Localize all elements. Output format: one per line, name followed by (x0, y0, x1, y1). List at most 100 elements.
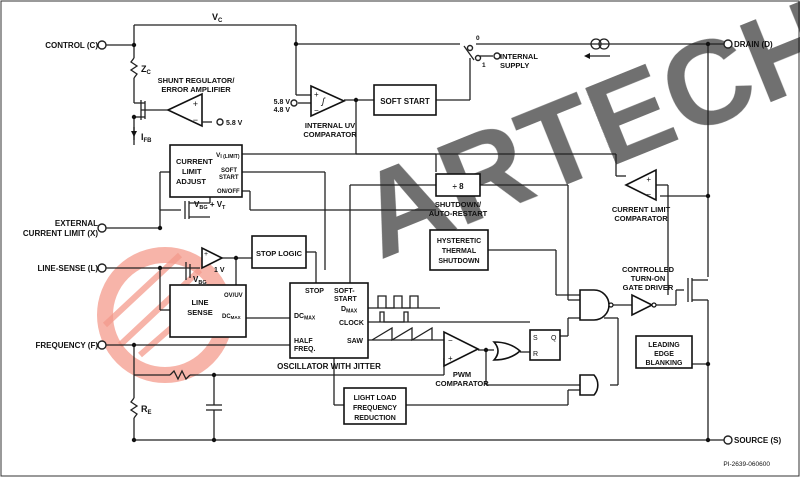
vbg-vt-label: VBG + VT (194, 200, 226, 211)
svg-text:THERMAL: THERMAL (442, 248, 477, 255)
svg-text:ON/OFF: ON/OFF (217, 189, 240, 195)
svg-text:CURRENT: CURRENT (176, 157, 213, 166)
svg-text:HYSTERETIC: HYSTERETIC (437, 238, 481, 245)
pwm-comparator: − + (443, 330, 480, 368)
svg-text:START: START (334, 296, 358, 303)
shunt-label-1: SHUNT REGULATOR/ (158, 76, 236, 85)
line-sense-block: LINE SENSE OV/UV DCMAX (169, 284, 247, 338)
one-volt-label: 1 V (214, 267, 225, 274)
svg-text:+: + (193, 99, 198, 109)
svg-text:+: + (204, 251, 208, 258)
svg-text:SOFT: SOFT (221, 168, 237, 174)
svg-text:DCMAX: DCMAX (222, 314, 241, 320)
svg-text:÷ 8: ÷ 8 (452, 182, 464, 191)
uv-comparator-label-1: INTERNAL UV (305, 121, 355, 130)
switch-contact-0-icon (466, 44, 474, 52)
svg-text:SAW: SAW (347, 338, 363, 345)
switch-1-label: 1 (482, 62, 486, 69)
zc-label: ZC (141, 64, 152, 76)
line-sense-buffer: + (201, 246, 224, 270)
svg-text:BLANKING: BLANKING (646, 360, 683, 367)
svg-text:STOP LOGIC: STOP LOGIC (256, 249, 303, 258)
external-current-limit-pin-icon (97, 223, 107, 233)
ifb-label: IFB (141, 132, 152, 144)
svg-text:REDUCTION: REDUCTION (354, 415, 396, 422)
divide-by-8-block: ÷ 8 (435, 173, 481, 197)
line-sense-pin-label: LINE-SENSE (L) (38, 264, 99, 273)
shutdown-label-2: AUTO-RESTART (429, 209, 488, 218)
svg-text:LIMIT: LIMIT (182, 167, 202, 176)
reference-node-icon (216, 118, 224, 126)
source-pin-label: SOURCE (S) (734, 436, 781, 445)
and-gate-2 (579, 374, 599, 396)
oscillator-block: STOP SOFT- START DCMAX DMAX CLOCK HALF F… (289, 282, 369, 359)
gate-driver-label-1: CONTROLLED (622, 265, 675, 274)
svg-text:ADJUST: ADJUST (176, 177, 206, 186)
svg-text:LEADING: LEADING (648, 342, 680, 349)
and-gate-1 (579, 289, 610, 321)
uv-reference-node-icon (290, 99, 298, 107)
svg-text:OV/UV: OV/UV (224, 293, 243, 299)
drain-pin-label: DRAIN (D) (734, 40, 773, 49)
line-sense-pin-icon (97, 263, 107, 273)
switch-contact-1-icon (474, 54, 482, 62)
frequency-pin-label: FREQUENCY (F) (35, 341, 98, 350)
gate-driver-buffer (631, 293, 657, 317)
svg-text:SOFT-: SOFT- (334, 288, 355, 295)
svg-text:+: + (314, 90, 319, 99)
external-label-1: EXTERNAL (55, 219, 98, 228)
svg-text:+: + (448, 354, 453, 363)
svg-text:VI (LIMIT): VI (LIMIT) (216, 152, 240, 160)
ff-s: S (533, 335, 538, 342)
svg-text:HALF: HALF (294, 338, 313, 345)
or-gate (492, 341, 522, 361)
svg-text:DMAX: DMAX (341, 306, 358, 315)
pwm-label-2: COMPARATOR (435, 379, 489, 388)
vbg-label: VBG (193, 275, 207, 286)
uv-comparator: + − ʃ (310, 84, 346, 118)
frequency-pin-icon (97, 340, 107, 350)
svg-text:−: − (314, 106, 319, 115)
shunt-label-2: ERROR AMPLIFIER (161, 85, 231, 94)
svg-text:CLOCK: CLOCK (339, 320, 364, 327)
leading-edge-blanking-block: LEADING EDGE BLANKING (635, 335, 693, 369)
cl-comparator-label-2: COMPARATOR (614, 214, 668, 223)
svg-text:LINE: LINE (191, 298, 208, 307)
shunt-amplifier: + − (166, 92, 212, 128)
wires (106, 24, 724, 441)
drain-pin-icon (723, 39, 733, 49)
ff-q: Q (551, 335, 557, 342)
uv-comparator-label-2: COMPARATOR (303, 130, 357, 139)
v58-label-b: 5.8 V (226, 120, 243, 127)
part-number: PI-2639-060600 (723, 461, 770, 468)
current-limit-comparator: + − (624, 168, 657, 202)
svg-text:SENSE: SENSE (187, 308, 212, 317)
sr-flip-flop (529, 329, 561, 361)
svg-text:DCMAX: DCMAX (294, 313, 316, 322)
light-load-block: LIGHT LOAD FREQUENCY REDUCTION (343, 387, 407, 425)
internal-supply-label-2: SUPPLY (500, 61, 529, 70)
shutdown-label-1: SHUTDOWN/ (435, 200, 482, 209)
thermal-shutdown-block: HYSTERETIC THERMAL SHUTDOWN (429, 229, 489, 271)
svg-text:FREQUENCY: FREQUENCY (353, 405, 397, 412)
ff-r: R (533, 351, 538, 358)
v48-label: 4.8 V (274, 107, 291, 114)
cl-comparator-label-1: CURRENT LIMIT (612, 205, 671, 214)
external-label-2: CURRENT LIMIT (X) (23, 229, 98, 238)
internal-supply-node-icon (493, 52, 501, 60)
svg-text:EDGE: EDGE (654, 351, 674, 358)
v58-label-a: 5.8 V (274, 99, 291, 106)
svg-text:START: START (219, 175, 239, 181)
internal-supply-label-1: INTERNAL (500, 52, 538, 61)
stop-logic-block: STOP LOGIC (251, 235, 307, 269)
control-pin-label: CONTROL (C) (45, 41, 98, 50)
switch-0-label: 0 (476, 35, 480, 42)
svg-text:ʃ: ʃ (320, 96, 326, 106)
pwm-label-1: PWM (453, 370, 471, 379)
svg-text:SOFT START: SOFT START (380, 97, 430, 106)
control-pin-icon (97, 40, 107, 50)
svg-text:−: − (448, 336, 453, 345)
oscillator-title: OSCILLATOR WITH JITTER (277, 362, 381, 371)
junction-dots (131, 41, 711, 443)
current-limit-adjust-block: CURRENT LIMIT ADJUST VI (LIMIT) SOFT STA… (169, 144, 243, 198)
